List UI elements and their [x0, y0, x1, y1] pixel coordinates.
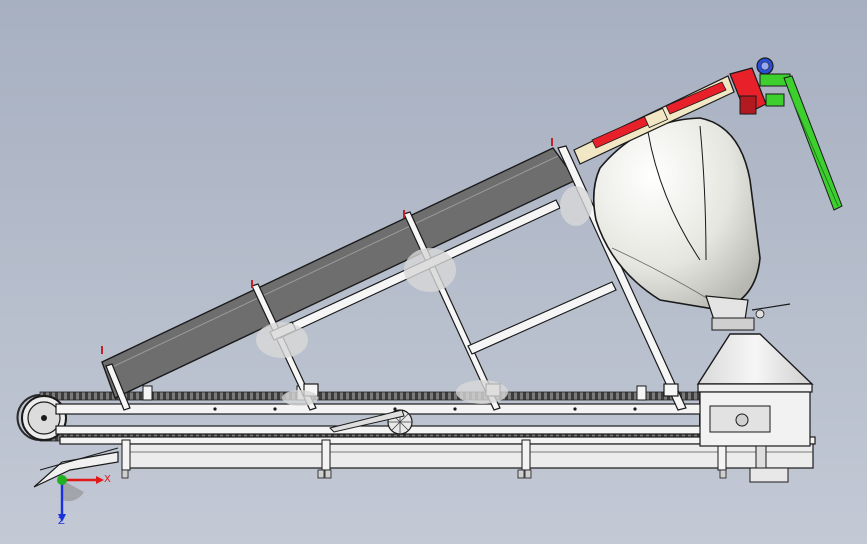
joint-stipple	[256, 186, 592, 406]
y-axis-dot	[57, 475, 67, 485]
hoist-assembly	[756, 57, 843, 211]
upper-rail	[55, 403, 707, 415]
lower-rail	[55, 425, 707, 435]
top-chain	[39, 391, 701, 401]
z-axis-label: Z	[58, 516, 65, 527]
feed-chute	[33, 447, 119, 488]
z-axis-head	[58, 514, 66, 522]
lift-arm	[573, 67, 767, 165]
x-axis-label: X	[104, 474, 111, 485]
x-axis-head	[96, 476, 104, 484]
hopper-foot	[749, 467, 789, 483]
receiving-hopper	[696, 333, 814, 483]
coordinate-triad: X Z	[57, 474, 111, 527]
incline-belt	[101, 147, 578, 399]
spout-clamp	[711, 317, 755, 331]
bulk-bag	[592, 117, 791, 331]
base-frame	[59, 385, 816, 479]
horizontal-conveyor	[16, 391, 707, 442]
inclined-conveyor	[101, 147, 578, 399]
